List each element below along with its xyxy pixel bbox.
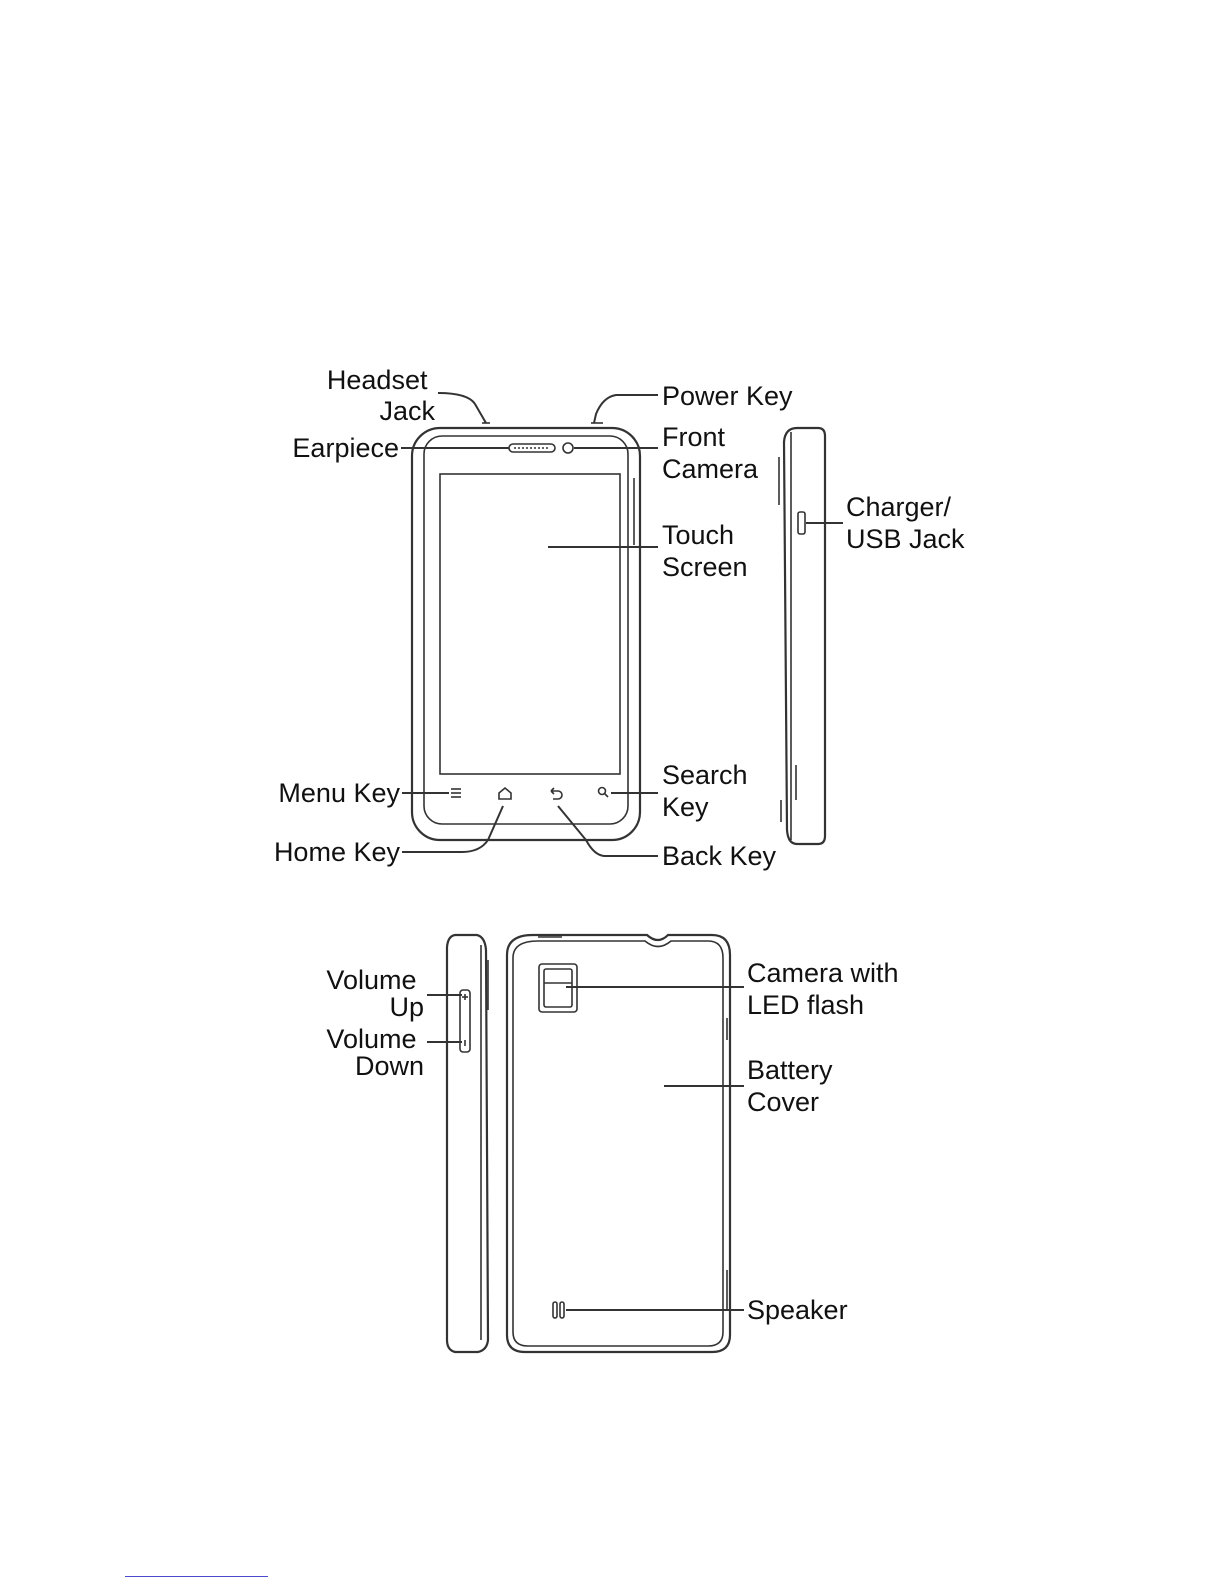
label-touch-screen: Touch Screen [662, 520, 748, 582]
label-back-key: Back Key [662, 841, 777, 871]
label-search-key: Search Key [662, 760, 755, 822]
phone-front-view [412, 423, 640, 840]
leader-lines [401, 393, 843, 1310]
usb-port-shape [798, 512, 805, 534]
phone-back-view [507, 935, 730, 1352]
phone-side-view-right [779, 428, 825, 844]
footer-rule [125, 1576, 268, 1577]
label-battery-cover: Battery Cover [747, 1055, 840, 1117]
label-speaker: Speaker [747, 1295, 848, 1325]
search-key-icon [599, 788, 609, 798]
earpiece-grille [509, 444, 555, 452]
label-headset-jack: Headset Jack [327, 365, 436, 426]
label-earpiece: Earpiece [292, 433, 399, 463]
label-home-key: Home Key [274, 837, 401, 867]
label-power-key: Power Key [662, 381, 793, 411]
label-charger-usb-jack: Charger/ USB Jack [846, 492, 965, 554]
label-camera-with-led-flash: Camera with LED flash [747, 958, 906, 1020]
label-volume-up: Volume Up [326, 965, 424, 1022]
speaker-grille [553, 1302, 564, 1318]
back-key-icon [551, 788, 562, 799]
menu-key-icon [451, 789, 461, 797]
label-volume-down: Volume Down [326, 1024, 424, 1081]
label-front-camera: Front Camera [662, 422, 759, 484]
home-key-icon [499, 788, 511, 799]
front-camera-lens [563, 443, 573, 453]
phone-side-view-left [447, 935, 488, 1352]
label-menu-key: Menu Key [278, 778, 400, 808]
touch-screen [440, 474, 620, 774]
